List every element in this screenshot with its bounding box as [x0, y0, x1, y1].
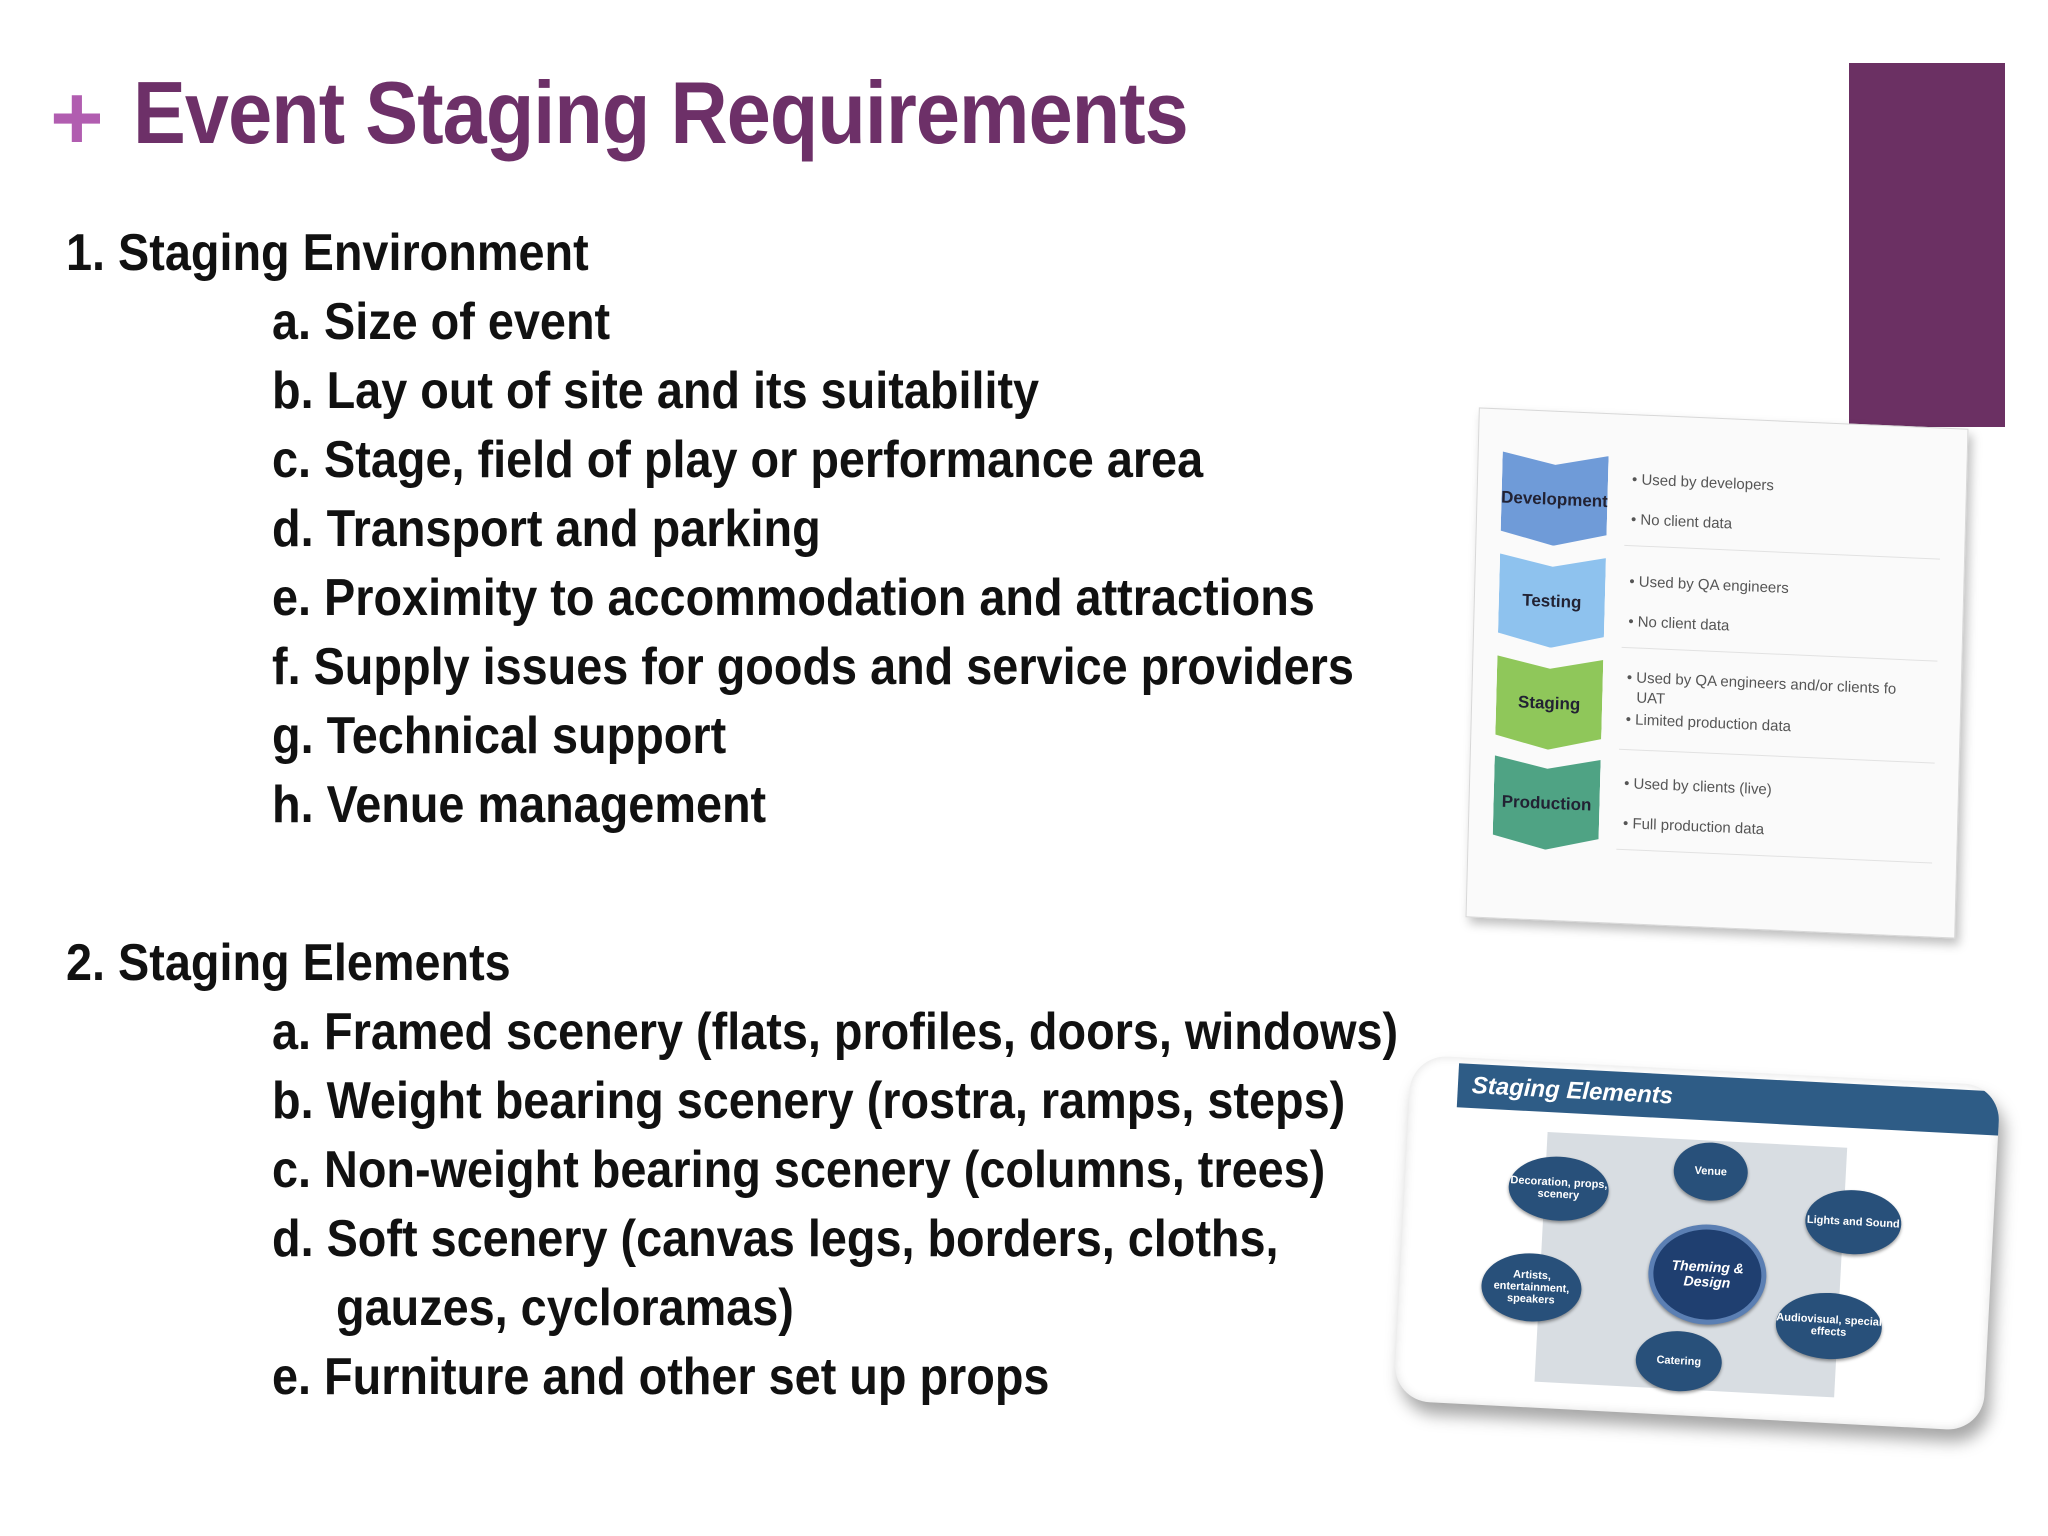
plus-icon: + — [50, 67, 104, 169]
env-row-testing: Testing • Used by QA engineers • No clie… — [1498, 553, 1940, 668]
env-chevron: Testing — [1498, 553, 1606, 650]
list-item: c. Non-weight bearing scenery (columns, … — [272, 1141, 1326, 1199]
list-item: e. Furniture and other set up props — [272, 1348, 1050, 1406]
list-item: d. Transport and parking — [272, 500, 821, 558]
list-item: b. Lay out of site and its suitability — [272, 362, 1040, 420]
list-item: f. Supply issues for goods and service p… — [272, 638, 1354, 696]
env-bullet: • Used by clients (live) — [1623, 775, 1772, 799]
list-item: b. Weight bearing scenery (rostra, ramps… — [272, 1072, 1346, 1130]
list-item: e. Proximity to accommodation and attrac… — [272, 569, 1315, 627]
env-divider — [1621, 646, 1938, 662]
env-bullet: • No client data — [1628, 613, 1730, 635]
env-bullet: • Used by QA engineers — [1629, 573, 1789, 598]
list-item: gauzes, cycloramas) — [336, 1279, 794, 1337]
env-divider — [1618, 748, 1935, 764]
env-row-development: Development • Used by developers • No cl… — [1500, 451, 1942, 566]
list-item: h. Venue management — [272, 776, 767, 834]
env-row-production: Production • Used by clients (live) • Fu… — [1492, 755, 1934, 870]
env-divider — [1624, 544, 1941, 560]
list-item: a. Size of event — [272, 293, 611, 351]
list-item: d. Soft scenery (canvas legs, borders, c… — [272, 1210, 1279, 1268]
section-heading-staging-environment: 1. Staging Environment — [66, 224, 589, 282]
staging-elements-thumbnail: Staging Elements Venue Lights and Sound … — [1393, 1054, 2001, 1432]
list-item: c. Stage, field of play or performance a… — [272, 431, 1204, 489]
env-bullet: • Used by QA engineers and/or clients fo — [1626, 669, 1897, 698]
env-divider — [1616, 848, 1933, 864]
env-chevron: Production — [1492, 755, 1600, 852]
section-heading-staging-elements: 2. Staging Elements — [66, 934, 511, 992]
env-bullet: • No client data — [1630, 511, 1733, 533]
env-bullet: • Limited production data — [1625, 711, 1792, 736]
slide-title: Event Staging Requirements — [133, 63, 1189, 162]
list-item: a. Framed scenery (flats, profiles, door… — [272, 1003, 1399, 1061]
env-bullet: • Full production data — [1622, 815, 1765, 839]
accent-bar — [1849, 63, 2005, 427]
env-chevron: Staging — [1495, 655, 1603, 752]
thumbnail-header: Staging Elements — [1456, 1063, 2001, 1137]
env-chevron: Development — [1500, 451, 1608, 548]
list-item: g. Technical support — [272, 707, 727, 765]
environments-thumbnail: Development • Used by developers • No cl… — [1465, 407, 1969, 939]
env-bullet: UAT — [1636, 689, 1666, 708]
env-row-staging: Staging • Used by QA engineers and/or cl… — [1495, 655, 1937, 770]
env-bullet: • Used by developers — [1631, 471, 1775, 495]
